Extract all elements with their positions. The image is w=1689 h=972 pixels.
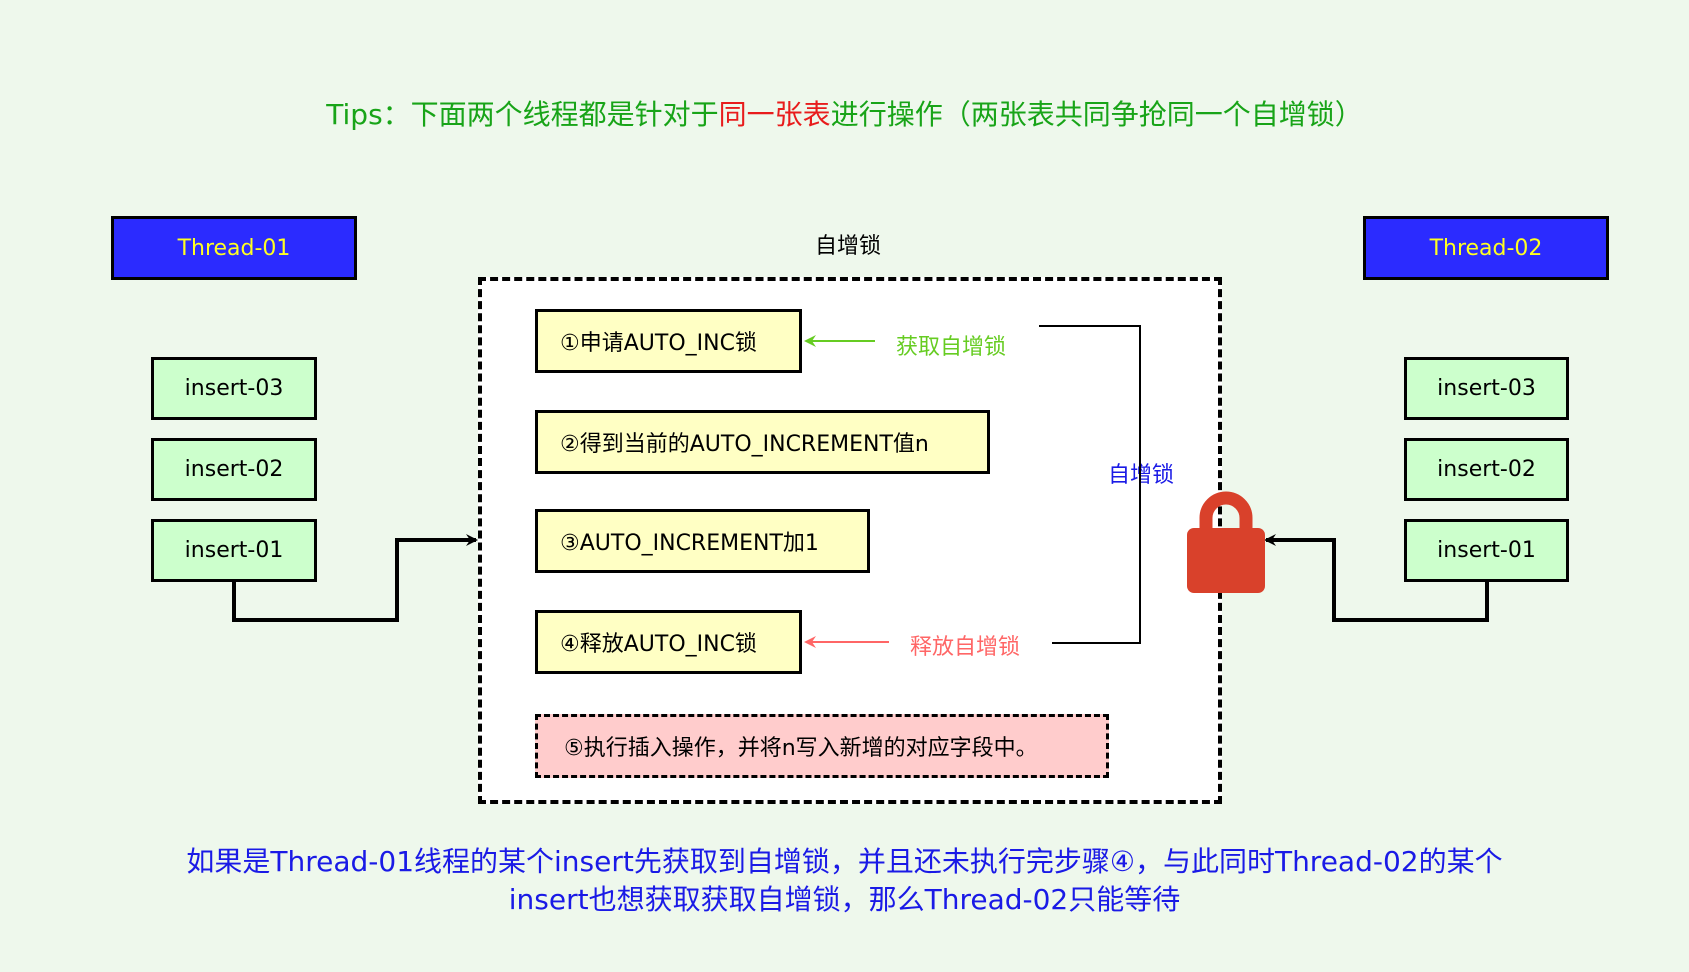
thread-02-arrow bbox=[1264, 534, 1489, 622]
step-2-label: ②得到当前的AUTO_INCREMENT值n bbox=[560, 432, 929, 457]
thread-01-arrow bbox=[232, 534, 478, 622]
padlock-icon bbox=[1187, 491, 1265, 593]
step-1-label: ①申请AUTO_INC锁 bbox=[560, 331, 757, 356]
step-3-label: ③AUTO_INCREMENT加1 bbox=[560, 531, 819, 556]
tips-highlight: 同一张表 bbox=[718, 98, 831, 131]
thread-01-insert-02: insert-02 bbox=[151, 438, 317, 501]
thread-01-box: Thread-01 bbox=[111, 216, 357, 280]
lock-box-title: 自增锁 bbox=[815, 234, 882, 259]
thread-02-label: Thread-02 bbox=[1429, 235, 1543, 261]
step-1-box: ①申请AUTO_INC锁 bbox=[535, 309, 802, 373]
step-4-box: ④释放AUTO_INC锁 bbox=[535, 610, 802, 674]
step-5-label: ⑤执行插入操作，并将n写入新增的对应字段中。 bbox=[564, 736, 1038, 761]
step-2-box: ②得到当前的AUTO_INCREMENT值n bbox=[535, 410, 990, 474]
insert-label: insert-01 bbox=[1437, 538, 1536, 563]
acquire-lock-label: 获取自增锁 bbox=[896, 335, 1007, 360]
step-5-box: ⑤执行插入操作，并将n写入新增的对应字段中。 bbox=[535, 714, 1109, 778]
thread-01-insert-01: insert-01 bbox=[151, 519, 317, 582]
explanation-line-2: insert也想获取获取自增锁，那么Thread-02只能等待 bbox=[508, 883, 1181, 916]
thread-01-label: Thread-01 bbox=[177, 235, 291, 261]
tips-suffix: 进行操作（两张表共同争抢同一个自增锁） bbox=[830, 98, 1363, 131]
tips-text: Tips：下面两个线程都是针对于同一张表进行操作（两张表共同争抢同一个自增锁） bbox=[0, 93, 1689, 133]
step-3-box: ③AUTO_INCREMENT加1 bbox=[535, 509, 870, 573]
thread-02-box: Thread-02 bbox=[1363, 216, 1609, 280]
insert-label: insert-02 bbox=[184, 457, 284, 482]
insert-label: insert-01 bbox=[184, 538, 284, 563]
tips-prefix: Tips：下面两个线程都是针对于 bbox=[326, 98, 719, 131]
insert-label: insert-03 bbox=[184, 376, 284, 401]
thread-02-insert-03: insert-03 bbox=[1404, 357, 1569, 420]
thread-02-insert-02: insert-02 bbox=[1404, 438, 1569, 501]
thread-02-insert-01: insert-01 bbox=[1404, 519, 1569, 582]
insert-label: insert-03 bbox=[1437, 376, 1536, 401]
explanation-line-1: 如果是Thread-01线程的某个insert先获取到自增锁，并且还未执行完步骤… bbox=[186, 845, 1503, 878]
insert-label: insert-02 bbox=[1437, 457, 1536, 482]
release-lock-label: 释放自增锁 bbox=[910, 635, 1021, 660]
bracket-lock-label: 自增锁 bbox=[1108, 463, 1175, 488]
thread-01-insert-03: insert-03 bbox=[151, 357, 317, 420]
lock-scope-bracket bbox=[1039, 325, 1141, 644]
step-4-label: ④释放AUTO_INC锁 bbox=[560, 632, 757, 657]
